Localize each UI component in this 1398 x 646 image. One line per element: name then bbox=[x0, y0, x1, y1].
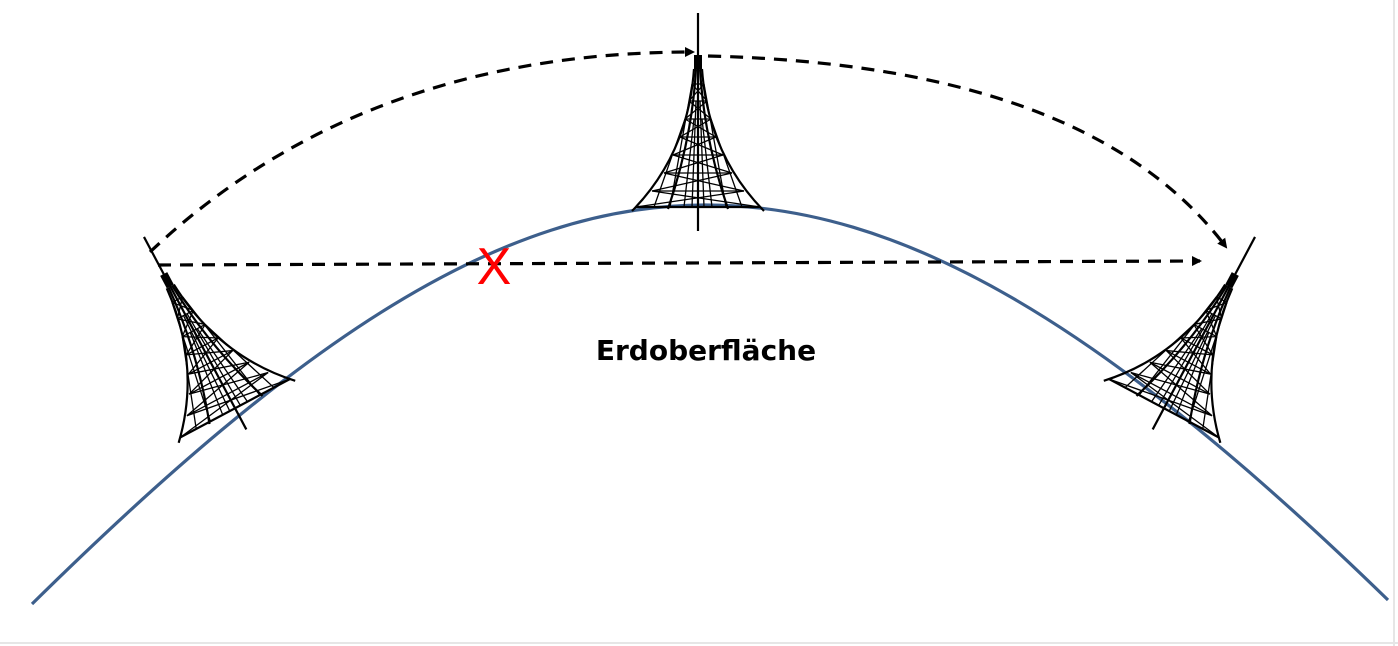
surface-label: Erdoberfläche bbox=[596, 334, 816, 367]
blocked-signal-marker: X bbox=[477, 238, 512, 296]
relay-signal-path-right bbox=[707, 54, 1228, 249]
direct-signal-path bbox=[157, 256, 1202, 267]
